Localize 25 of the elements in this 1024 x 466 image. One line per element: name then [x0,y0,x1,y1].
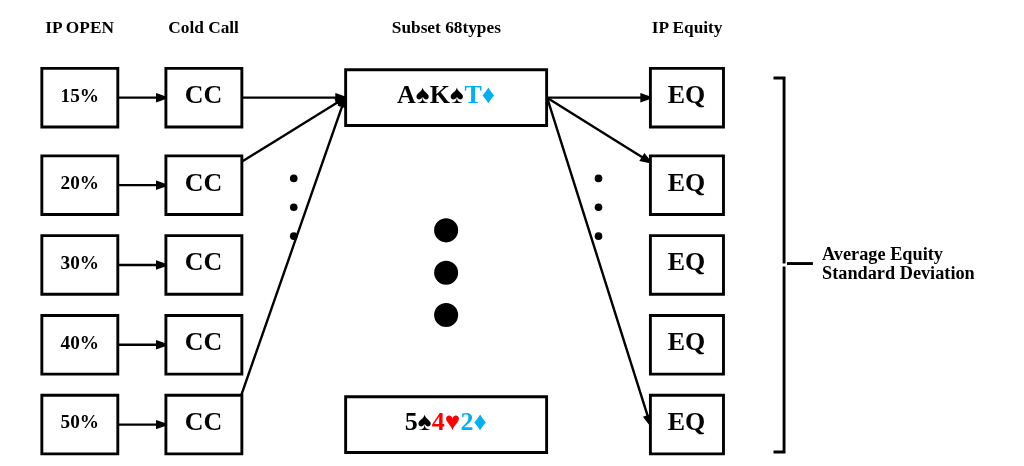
node-circle [434,302,459,327]
node-box: A♠K♠T♦ [344,68,549,127]
node-circle [434,218,459,243]
node-box: EQ [648,234,725,296]
node-box: CC [164,66,244,129]
node-box: 20% [40,154,120,216]
label: Cold Call [168,17,239,37]
node-box: EQ [648,154,725,216]
node-box: 5♠4♥2♦ [344,395,549,454]
node-box: 40% [40,314,120,376]
node-box: 50% [40,393,120,456]
node-box: CC [164,154,244,216]
label: IP Equity [651,17,723,37]
node-circle [434,260,459,285]
label: IP OPEN [45,17,114,37]
node-box: CC [164,314,244,376]
node-box: CC [164,234,244,296]
label: Subset 68types [391,17,501,37]
node-box: 15% [40,66,120,129]
label: Average Equity Standard Deviation [822,244,975,283]
node-box: 30% [40,234,120,296]
node-box: EQ [648,66,725,129]
node-box: EQ [648,393,725,456]
node-box: EQ [648,314,725,376]
node-box: CC [164,393,244,456]
